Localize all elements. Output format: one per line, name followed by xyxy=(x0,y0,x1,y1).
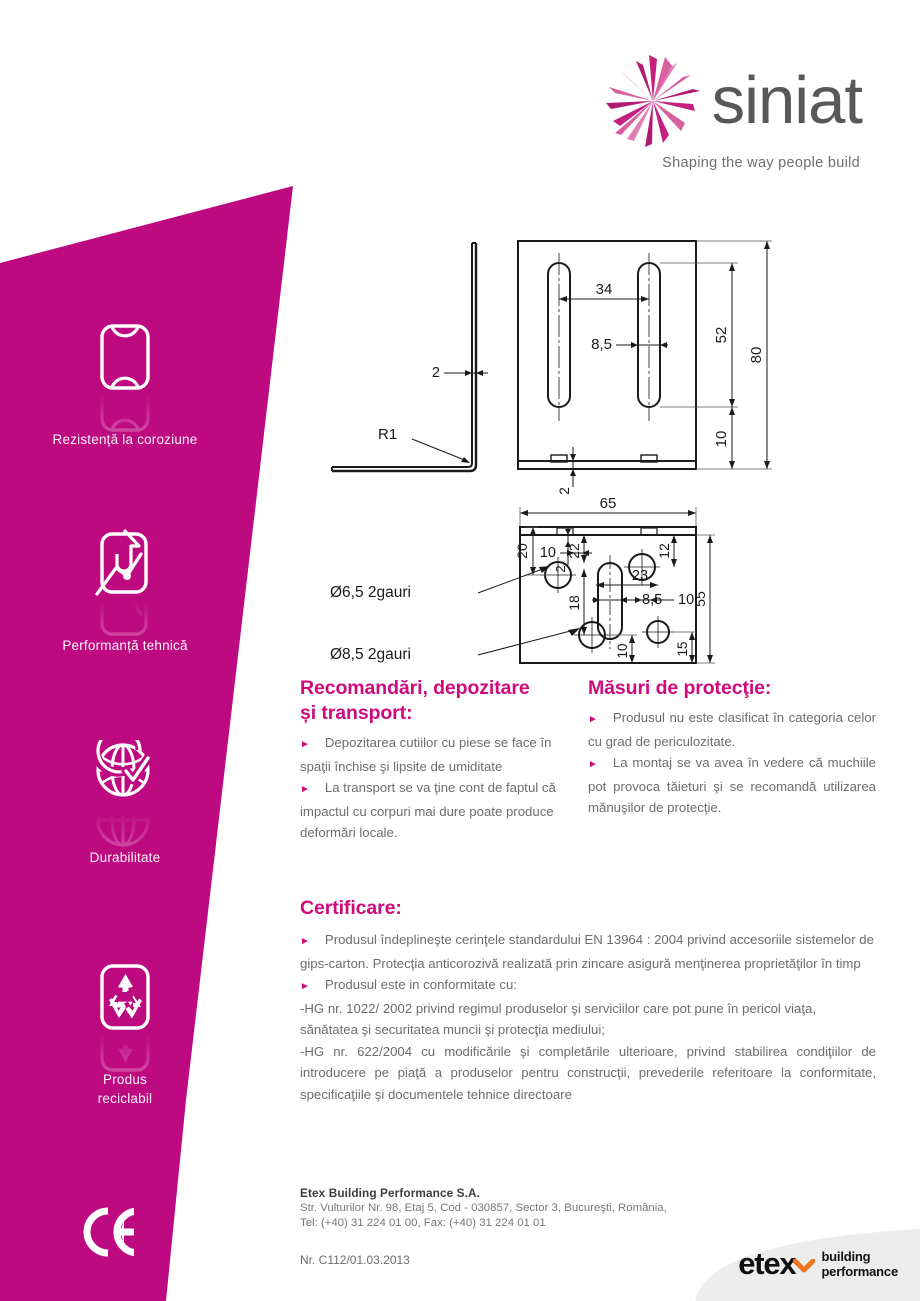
durability-globe-icon-wrap xyxy=(0,740,250,847)
ce-mark-icon xyxy=(83,1205,154,1259)
sidebar-item-label: Produs reciclabil xyxy=(0,1070,250,1108)
etex-tagline: building performance xyxy=(821,1249,898,1279)
certification-item-2-text: Produsul este in conformitate cu: xyxy=(324,977,517,992)
footer-contact: Etex Building Performance S.A. Str. Vult… xyxy=(300,1185,667,1267)
dim-22-label: 22 xyxy=(566,543,582,559)
bullet-icon: ► xyxy=(588,759,598,770)
storage-item-2: ►La transport se va ţine cont de faptul … xyxy=(300,777,572,844)
sidebar-item-label: Performanță tehnică xyxy=(62,638,188,653)
bullet-icon: ► xyxy=(300,784,310,795)
section-certification: Certificare: ►Produsul îndeplineşte ceri… xyxy=(300,896,876,1105)
footer-doc-number: Nr. C112/01.03.2013 xyxy=(300,1253,410,1267)
etex-wordmark-wrap: etex xyxy=(738,1246,816,1281)
recyclable-icon xyxy=(100,964,150,1030)
protection-item-1: ►Produsul nu este clasificat în categori… xyxy=(588,707,876,752)
certification-item-1: ►Produsul îndeplineşte cerinţele standar… xyxy=(300,929,876,974)
dim-2-top-label: 2 xyxy=(553,565,568,572)
storage-item-1: ►Depozitarea cutiilor cu piese se face î… xyxy=(300,732,572,777)
dim-12-label: 12 xyxy=(656,543,672,559)
sidebar-magenta-panel xyxy=(0,186,293,1301)
technical-performance-icon-reflection xyxy=(95,598,148,636)
dim-10-bottom-label: 10 xyxy=(615,643,630,658)
bullet-icon: ► xyxy=(300,739,310,750)
storage-item-1-text: Depozitarea cutiilor cu piese se face în… xyxy=(300,735,552,774)
technical-performance-icon xyxy=(95,528,148,596)
sidebar-item-technical-performance: Performanță tehnică xyxy=(0,528,250,655)
sidebar-item-corrosion-resistance: Rezistență la coroziune xyxy=(0,322,250,449)
siniat-starburst-icon xyxy=(605,55,700,147)
bullet-icon: ► xyxy=(588,714,598,725)
footer-contact-line: Tel: (+40) 31 224 01 00, Fax: (+40) 31 2… xyxy=(300,1217,546,1229)
durability-globe-icon-reflection xyxy=(96,810,150,847)
sidebar-item-label: Durabilitate xyxy=(89,850,161,865)
etex-tagline-line2: performance xyxy=(821,1263,898,1279)
recyclable-icon-reflection xyxy=(100,1032,150,1072)
section-protection-measures: Măsuri de protecţie: ►Produsul nu este c… xyxy=(588,676,876,819)
dim-18-label: 18 xyxy=(566,595,582,611)
protection-item-2: ►La montaj se va avea în vedere că muchi… xyxy=(588,752,876,819)
bullet-icon: ► xyxy=(300,981,310,992)
durability-globe-icon xyxy=(95,740,153,797)
dim-55-label: 55 xyxy=(692,591,708,607)
storage-title-line1: Recomandări, depozitare xyxy=(300,677,530,699)
siniat-logo-row: siniat xyxy=(601,52,863,150)
dim-20-label: 20 xyxy=(514,543,530,559)
bullet-icon: ► xyxy=(300,936,310,947)
protection-item-1-text: Produsul nu este clasificat în categoria… xyxy=(588,710,876,749)
section-storage-title: Recomandări, depozitare și transport: xyxy=(300,676,572,726)
corrosion-resistance-icon xyxy=(100,324,150,390)
section-protection-title: Măsuri de protecţie: xyxy=(588,677,772,699)
section-storage-transport: Recomandări, depozitare și transport: ►D… xyxy=(300,676,572,844)
siniat-tagline: Shaping the way people build xyxy=(662,155,860,171)
hole-65-label: Ø6,5 2gauri xyxy=(330,584,411,601)
dim-10-right-label: 10 xyxy=(678,592,694,608)
sidebar-item-recyclable: Produs reciclabil xyxy=(0,962,250,1108)
certification-item-2: ► Produsul este in conformitate cu: xyxy=(300,974,876,998)
dim-thickness-label: 2 xyxy=(432,365,440,381)
technical-performance-icon-wrap xyxy=(0,528,250,636)
dim-15-label: 15 xyxy=(675,641,690,656)
storage-item-2-text: La transport se va ţine cont de faptul c… xyxy=(300,780,556,840)
etex-tagline-line1: building xyxy=(821,1248,871,1264)
hole-85-label: Ø8,5 2gauri xyxy=(330,646,411,663)
storage-title-line2: și transport: xyxy=(300,702,413,724)
dim-52-label: 52 xyxy=(713,327,730,344)
corrosion-resistance-icon-reflection xyxy=(100,392,150,432)
dim-10-label: 10 xyxy=(713,431,730,448)
sidebar-item-durability: Durabilitate xyxy=(0,740,250,867)
certification-para-2: -HG nr. 622/2004 cu modificările şi comp… xyxy=(300,1043,876,1102)
siniat-wordmark: siniat xyxy=(711,63,863,138)
footer-company-name: Etex Building Performance S.A. xyxy=(300,1186,480,1200)
technical-drawing-bracket: 2 R1 34 8,5 xyxy=(330,240,772,664)
dim-radius-label: R1 xyxy=(378,426,397,443)
etex-wordmark: etex xyxy=(738,1246,796,1281)
dim-10-left-label: 10 xyxy=(540,545,556,561)
footer-address: Str. Vulturilor Nr. 98, Etaj 5, Cod - 03… xyxy=(300,1202,667,1214)
dim-65-label: 65 xyxy=(600,495,617,512)
dim-slot-width-label: 8,5 xyxy=(591,336,612,353)
certification-item-1-text: Produsul îndeplineşte cerinţele standard… xyxy=(300,932,874,971)
protection-item-2-text: La montaj se va avea în vedere că muchii… xyxy=(588,755,876,815)
certification-para-1: -HG nr. 1022/ 2002 privind regimul produ… xyxy=(300,1000,817,1038)
corrosion-resistance-icon-wrap xyxy=(0,322,250,432)
recyclable-label-text: Produs reciclabil xyxy=(97,1072,153,1106)
etex-logo: etex building performance xyxy=(738,1248,898,1279)
sidebar-feature-list: Rezistență la coroziune Performanță tehn… xyxy=(0,0,250,1301)
dim-80-label: 80 xyxy=(748,347,765,364)
recyclable-icon-wrap xyxy=(0,962,250,1072)
siniat-logo: siniat Shaping the way people build xyxy=(601,52,863,171)
dim-bottom-2-label: 2 xyxy=(556,487,572,495)
dim-23-label: 23 xyxy=(632,568,648,584)
etex-chevron-icon xyxy=(793,1259,816,1273)
ce-mark xyxy=(0,1205,225,1264)
sidebar-item-label: Rezistență la coroziune xyxy=(52,432,198,447)
section-certification-title: Certificare: xyxy=(300,897,402,919)
dim-34-label: 34 xyxy=(596,281,613,298)
